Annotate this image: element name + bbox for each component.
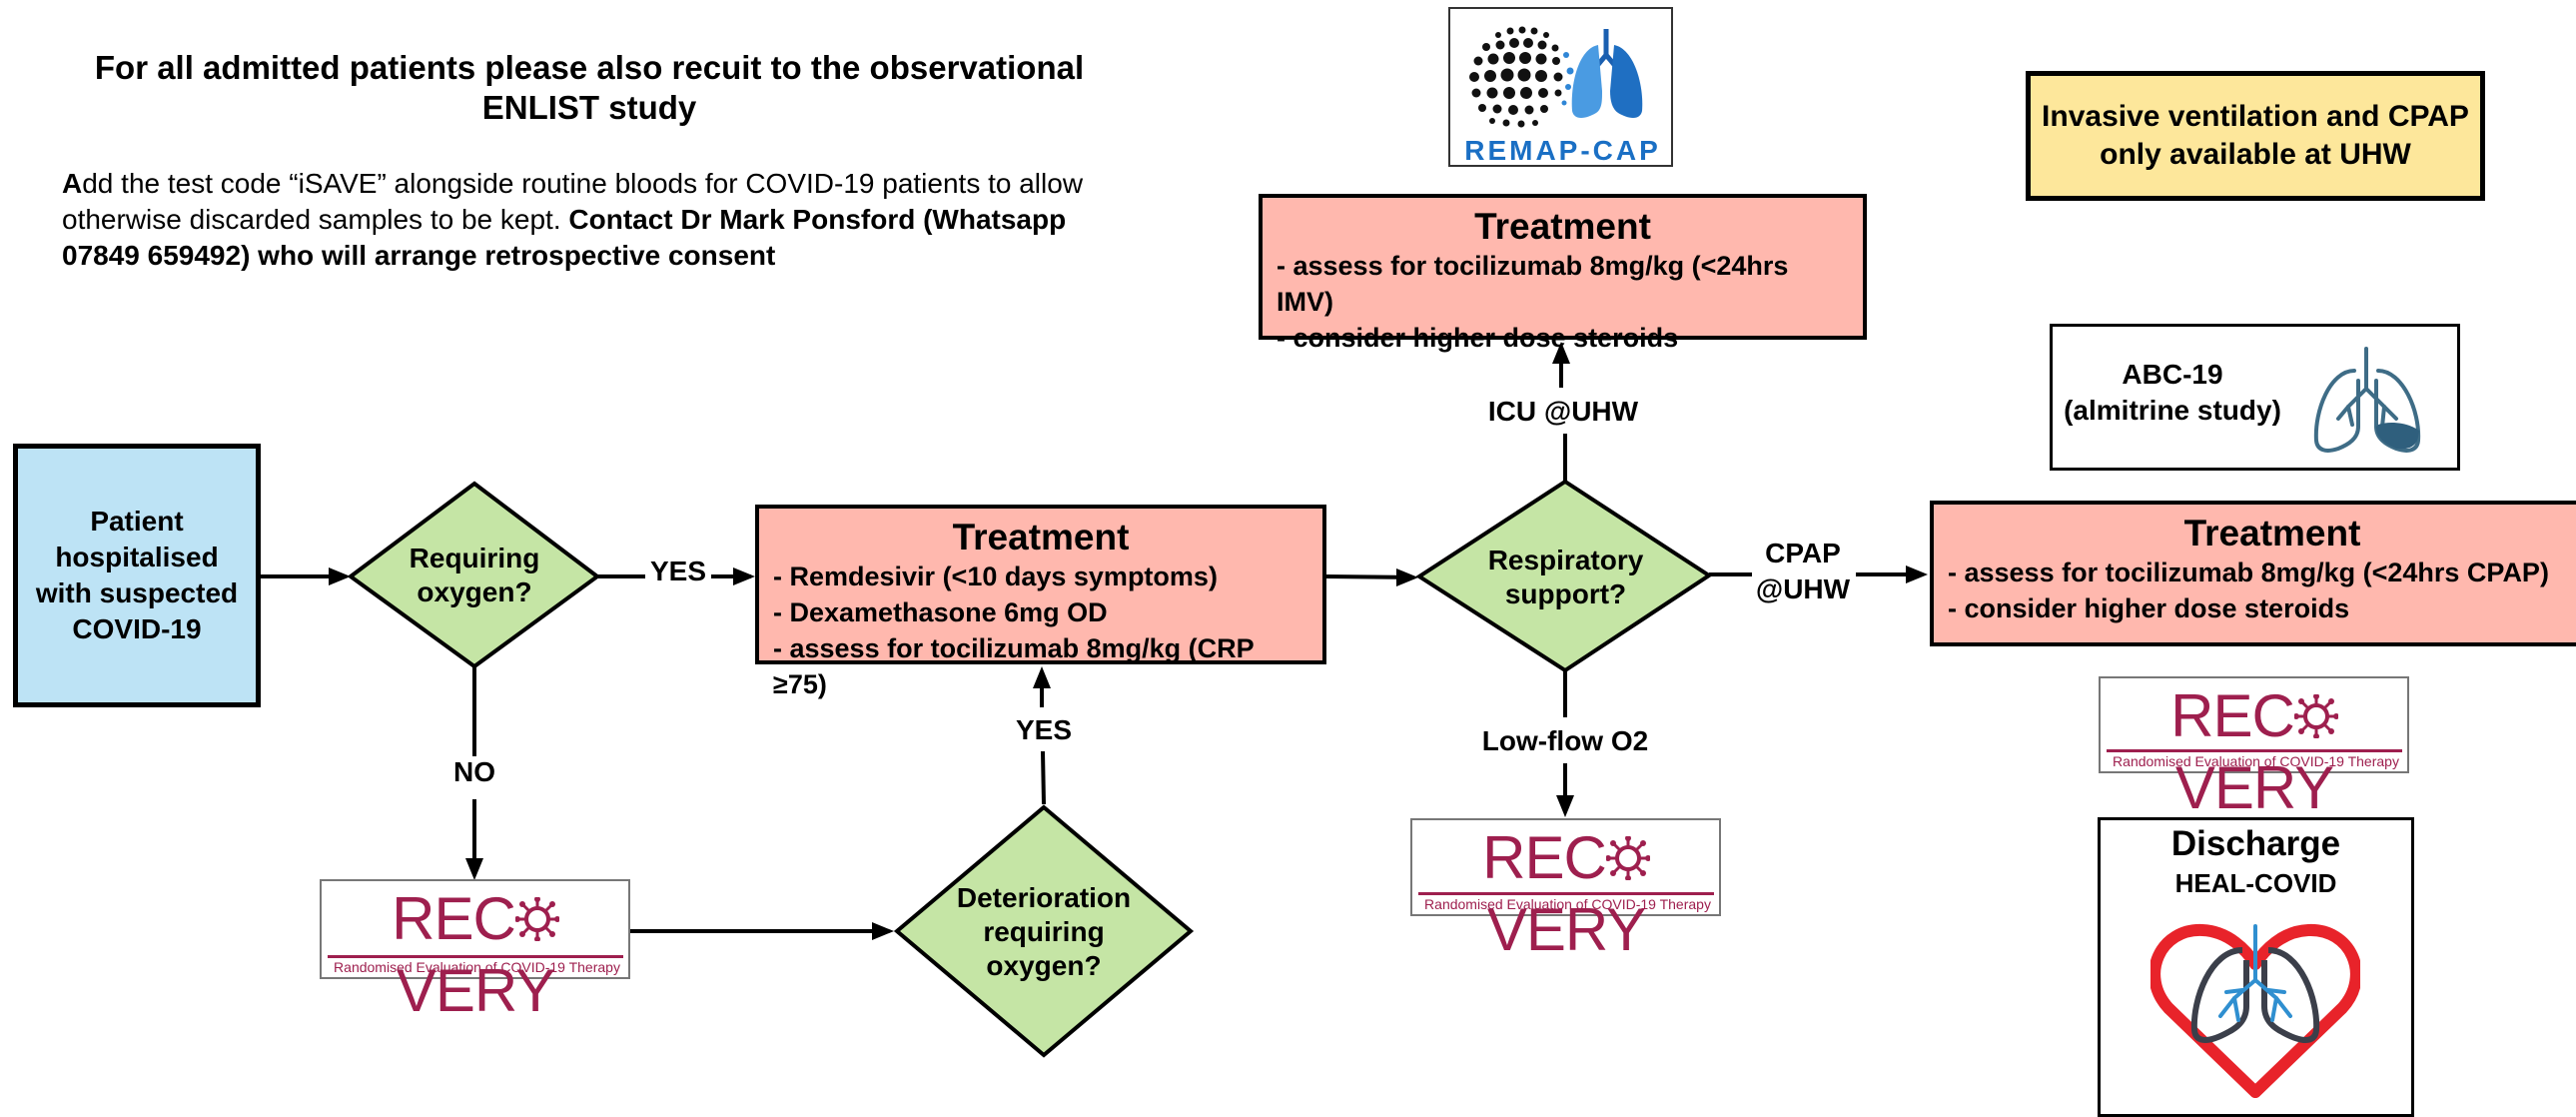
treatment-main-line-3: - assess for tocilizumab 8mg/kg (CRP ≥75…	[773, 633, 1255, 699]
recovery-word-post: VERY	[396, 957, 555, 1024]
recovery-rule	[2107, 749, 2402, 752]
recovery-rule	[328, 955, 623, 958]
recovery-tagline: Randomised Evaluation of COVID-19 Therap…	[334, 959, 620, 975]
treatment-icu-line-1: - assess for tocilizumab 8mg/kg (<24hrs …	[1277, 251, 1789, 317]
recovery-word-post: VERY	[2174, 754, 2334, 821]
treatment-cpap-title: Treatment	[2183, 513, 2361, 554]
recovery-logo-center: RECVERY Randomised Evaluation of COVID-1…	[1410, 818, 1721, 963]
heart-lungs-icon	[2150, 924, 2360, 1098]
lungs-icon	[2313, 347, 2421, 453]
decision-deterioration-label: Deterioration requiring oxygen?	[956, 882, 1132, 981]
notice-box: Invasive ventilation and CPAP only avail…	[2026, 71, 2485, 201]
recovery-word-pre: REC	[2170, 682, 2295, 749]
edge-label-icu: ICU @UHW	[1487, 396, 1639, 427]
discharge-title: Discharge	[2170, 824, 2341, 863]
remapcap-text: REMAP-CAP	[1464, 135, 1661, 166]
recovery-rule	[1418, 892, 1714, 895]
decision-respiratory-diamond	[1415, 479, 1713, 673]
remapcap-logo: REMAP-CAP	[1448, 7, 1673, 167]
header-body-contact: Contact Dr Mark Ponsford (Whatsapp 07849…	[62, 204, 1067, 271]
treatment-main-box: Treatment - Remdesivir (<10 days symptom…	[755, 505, 1326, 699]
virus-icon	[513, 885, 560, 942]
treatment-main-line-1: - Remdesivir (<10 days symptoms)	[773, 561, 1218, 591]
header-body: Add the test code “iSAVE” alongside rout…	[62, 166, 1121, 274]
recovery-word-pre: REC	[1482, 824, 1607, 891]
recovery-tagline: Randomised Evaluation of COVID-19 Therap…	[2113, 753, 2399, 769]
treatment-main-line-2: - Dexamethasone 6mg OD	[773, 597, 1108, 627]
virus-icon	[1604, 824, 1651, 881]
abc19-box: ABC-19 (almitrine study)	[2050, 324, 2460, 471]
abc19-title: ABC-19	[2122, 359, 2223, 390]
header-body-lead: A	[62, 168, 83, 199]
edge-label-no: NO	[453, 756, 495, 787]
discharge-box: Discharge HEAL-COVID	[2098, 817, 2414, 1117]
start-node: Patient hospitalised with suspected COVI…	[13, 444, 261, 707]
discharge-subtitle: HEAL-COVID	[2174, 868, 2337, 898]
header-body-text: dd the test code “iSAVE” alongside routi…	[62, 168, 1084, 235]
treatment-cpap-line-2: - consider higher dose steroids	[1948, 593, 2350, 623]
abc19-subtitle: (almitrine study)	[2064, 395, 2281, 426]
decision-oxygen-diamond	[347, 481, 601, 669]
edge-label-yes-deterioration: YES	[1015, 714, 1073, 745]
header-title: For all admitted patients please also re…	[94, 49, 1085, 126]
recovery-logo-right: RECVERY Randomised Evaluation of COVID-1…	[2099, 676, 2409, 821]
treatment-main-title: Treatment	[952, 517, 1130, 558]
recovery-word-pre: REC	[392, 885, 516, 952]
arrow-deterioration-yes	[1041, 750, 1046, 805]
treatment-icu-box: Treatment - assess for tocilizumab 8mg/k…	[1259, 194, 1867, 353]
virus-icon	[2292, 682, 2339, 739]
treatment-icu-title: Treatment	[1474, 206, 1651, 247]
treatment-cpap-line-1: - assess for tocilizumab 8mg/kg (<24hrs …	[1948, 558, 2549, 587]
edge-label-yes-oxygen: YES	[649, 556, 707, 586]
edge-label-lowflow: Low-flow O2	[1481, 725, 1649, 756]
edge-label-cpap: CPAP @UHW	[1755, 538, 1851, 604]
recovery-word-post: VERY	[1486, 896, 1646, 963]
notice-text: Invasive ventilation and CPAP only avail…	[2042, 100, 2469, 171]
recovery-tagline: Randomised Evaluation of COVID-19 Therap…	[1424, 896, 1711, 912]
start-label: Patient hospitalised with suspected COVI…	[35, 506, 239, 644]
decision-respiratory-label: Respiratory support?	[1487, 545, 1644, 609]
decision-oxygen-label: Requiring oxygen?	[409, 543, 540, 607]
treatment-icu-line-2: - consider higher dose steroids	[1277, 323, 1679, 353]
treatment-cpap-box: Treatment - assess for tocilizumab 8mg/k…	[1930, 501, 2576, 646]
recovery-logo-left: RECVERY Randomised Evaluation of COVID-1…	[320, 879, 630, 1024]
decision-deterioration-diamond	[893, 804, 1195, 1058]
remapcap-emblem-icon	[1469, 26, 1643, 128]
